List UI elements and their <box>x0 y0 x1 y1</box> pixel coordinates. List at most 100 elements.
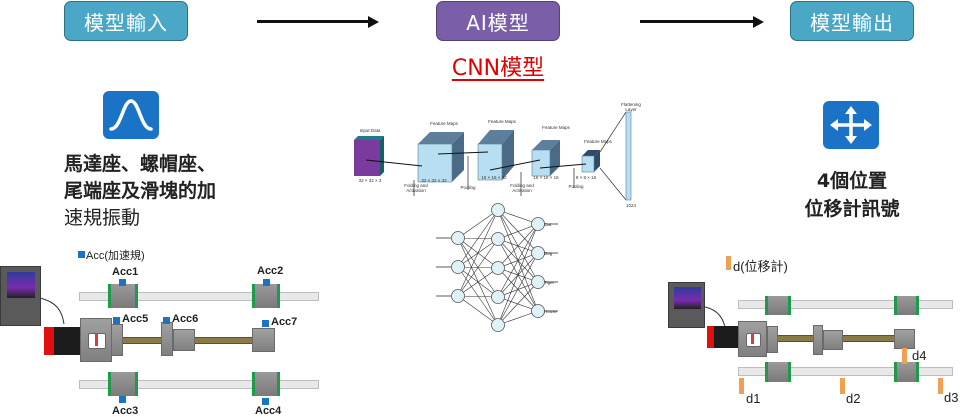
acc-sensor <box>163 317 170 324</box>
slider-block <box>765 296 791 315</box>
activation-text: Activation <box>406 188 426 193</box>
nn-connection <box>457 295 499 326</box>
nn-connection <box>497 310 539 326</box>
cnn-flatten-dims: 1024 <box>625 203 636 208</box>
folding-text: Folding and <box>510 183 534 188</box>
nut-seat <box>823 330 843 350</box>
cnn-folding-label: Folding and Activation <box>502 183 542 193</box>
output-description-line: 4個位置 <box>816 170 888 192</box>
disp-legend-label: d(位移計) <box>733 259 788 274</box>
input-data-cube <box>354 136 384 176</box>
nn-input-node <box>451 231 465 245</box>
disp-label: d4 <box>912 348 927 363</box>
nn-hidden-node <box>491 261 505 275</box>
cnn-fm4-dims: 8 × 8 × 16 <box>575 175 597 180</box>
nn-output-label: Cat <box>544 222 552 227</box>
nn-output-label: Dog <box>544 251 553 256</box>
ball-screw <box>843 335 895 342</box>
cnn-folding-label: Folding and Activation <box>396 183 436 193</box>
nn-connection <box>497 296 539 312</box>
disp-legend-swatch <box>726 256 731 270</box>
acc-sensor <box>119 396 126 403</box>
motor-end-cap <box>707 326 714 348</box>
disp-label: d3 <box>944 390 959 405</box>
nn-output-label: House <box>544 309 558 314</box>
slider-block <box>108 372 138 396</box>
nn-connection <box>457 237 499 326</box>
nn-output-node <box>531 217 545 231</box>
activation-text: Activation <box>512 188 532 193</box>
acc-sensor <box>263 279 270 286</box>
input-description-line: 馬達座、螺帽座、 <box>64 153 217 175</box>
nut-seat-flange <box>813 325 823 355</box>
cnc-controller <box>0 266 41 326</box>
nn-hidden-node <box>491 203 505 217</box>
acc-label: Acc2 <box>257 265 284 277</box>
output-description-line: 位移計訊號 <box>804 198 900 220</box>
cnn-pooling-label: Pooling <box>568 184 584 189</box>
folding-text: Folding and <box>404 183 428 188</box>
disp-sensor <box>840 378 845 394</box>
motor <box>714 326 738 348</box>
cnn-fm2-dims: 16 × 16 × 32 <box>481 175 507 180</box>
cnn-pooling-label: Pooling <box>460 185 476 190</box>
disp-label: d1 <box>746 391 761 406</box>
nut-seat <box>173 329 195 351</box>
acc-label: Acc3 <box>112 405 139 417</box>
bearing-seat <box>111 324 123 356</box>
acc-legend-swatch <box>78 251 85 258</box>
cnn-model-title: CNN模型 <box>451 56 545 81</box>
cnn-input-dims: 32 × 32 × 3 <box>358 178 382 183</box>
motor-seat <box>80 318 112 362</box>
feature-map-cube-4 <box>581 150 600 173</box>
feature-map-cube-2 <box>477 130 514 181</box>
nn-hidden-node <box>491 318 505 332</box>
lower-rail <box>738 367 953 376</box>
feature-map-cube-3 <box>531 140 560 177</box>
nn-hidden-node <box>491 232 505 246</box>
input-description-line: 尾端座及滑塊的加 <box>64 180 217 202</box>
acc-sensor <box>262 320 269 327</box>
input-description-line: 速規振動 <box>64 207 141 229</box>
nn-connection <box>497 223 539 269</box>
nut-seat-flange <box>161 322 173 356</box>
nn-hidden-node <box>491 290 505 304</box>
cnn-feature-maps-label: Feature Maps <box>542 125 570 130</box>
cnn-feature-maps-label: Feature Maps <box>430 121 458 126</box>
cnn-fm3-dims: 16 × 16 × 16 <box>533 175 559 180</box>
upper-rail <box>738 300 953 309</box>
acc-label: Acc4 <box>255 405 282 417</box>
ball-screw <box>195 337 253 344</box>
feature-map-cube-1 <box>417 132 464 183</box>
ball-screw <box>123 337 161 344</box>
disp-sensor <box>902 348 907 364</box>
slider-block <box>894 362 919 382</box>
end-seat <box>252 328 275 352</box>
nn-connection <box>497 223 539 240</box>
slider-block <box>108 284 138 308</box>
nn-output-label: Tiger <box>544 280 555 285</box>
nn-connection <box>497 223 539 326</box>
nn-connection <box>457 209 499 239</box>
cnn-flatten-label: Flattening Layer <box>612 102 650 112</box>
nn-connection <box>497 223 539 298</box>
layer-text: Layer <box>625 107 637 112</box>
motor-end-cap <box>44 327 54 355</box>
neural-network-diagram <box>436 203 558 332</box>
acc-sensor <box>113 317 120 324</box>
motor-seat <box>738 321 767 357</box>
acc-label: Acc1 <box>112 266 139 278</box>
slider-block <box>894 296 919 315</box>
acc-label: Acc6 <box>172 313 199 325</box>
acc-legend-label: Acc(加速規) <box>86 250 145 262</box>
acc-sensor <box>262 398 269 405</box>
end-seat <box>894 329 915 349</box>
flattening-text: Flattening <box>621 102 641 107</box>
nn-output-node <box>531 246 545 260</box>
bearing-seat <box>767 326 778 353</box>
output-description: 4個位置 位移計訊號 <box>790 167 914 223</box>
input-description: 馬達座、螺帽座、 尾端座及滑塊的加 速規振動 <box>64 151 216 232</box>
bell-curve-icon <box>103 91 159 139</box>
controller-screen <box>674 287 701 309</box>
nn-input-node <box>451 260 465 274</box>
